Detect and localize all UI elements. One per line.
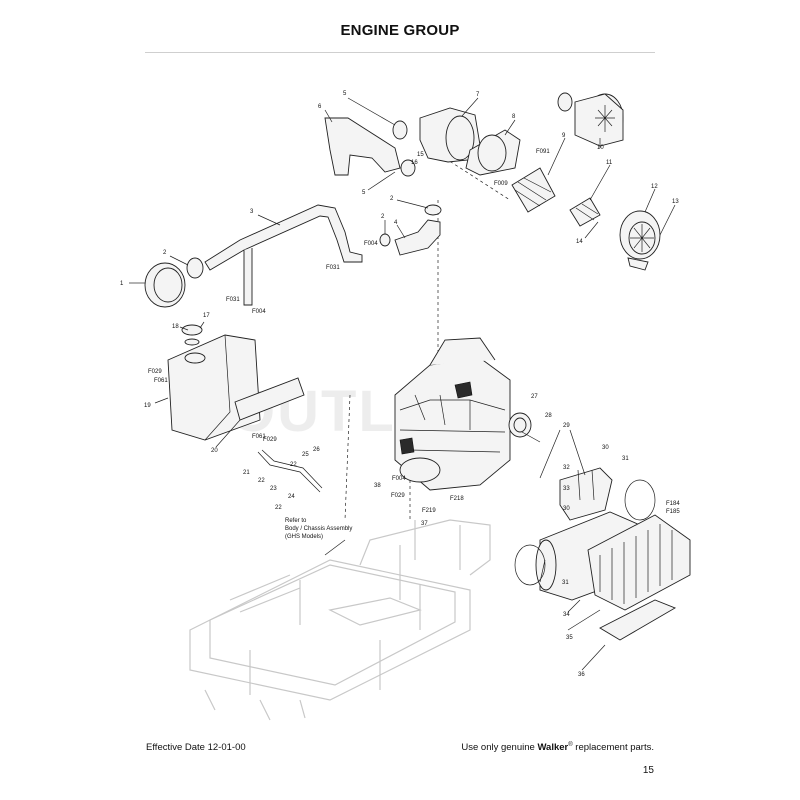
- genuine-parts-notice: Use only genuine Walker® replacement par…: [461, 742, 654, 753]
- callout-F004: F004: [392, 476, 406, 482]
- effective-date: Effective Date 12-01-00: [146, 742, 246, 753]
- page-title: ENGINE GROUP: [340, 22, 460, 39]
- callout-32: 32: [563, 465, 570, 471]
- intake-elbow-4: [394, 219, 441, 256]
- muffler-bands-31: [514, 479, 656, 586]
- fuel-line-21: [257, 449, 323, 493]
- oil-filter-28: [508, 412, 532, 438]
- callout-38: 38: [374, 483, 381, 489]
- leader-lines: [129, 97, 676, 671]
- callout-F004: F004: [252, 309, 266, 315]
- callout-8: 8: [512, 114, 516, 120]
- callout-F218: F218: [450, 496, 464, 502]
- air-cleaner-assembly-10: [557, 92, 624, 147]
- callout-F184: F184: [666, 501, 680, 507]
- callout-35: 35: [566, 635, 573, 641]
- callout-F029: F029: [148, 369, 162, 375]
- callout-26: 26: [313, 447, 320, 453]
- safety-filter-11: [569, 197, 601, 227]
- callout-34: 34: [563, 612, 570, 618]
- callout-36: 36: [578, 672, 585, 678]
- callout-30: 30: [602, 445, 609, 451]
- callout-22: 22: [290, 462, 297, 468]
- callout-3: 3: [250, 209, 254, 215]
- alignment-lines: [344, 154, 511, 521]
- callout-4: 4: [394, 220, 398, 226]
- callout-31: 31: [562, 580, 569, 586]
- callout-11: 11: [606, 160, 613, 166]
- callout-9: 9: [562, 133, 566, 139]
- air-cleaner-mount-8: [465, 129, 521, 176]
- callout-14: 14: [576, 239, 583, 245]
- callout-2: 2: [381, 214, 385, 220]
- callout-29: 29: [563, 423, 570, 429]
- callout-17: 17: [203, 313, 210, 319]
- callout-5: 5: [362, 190, 366, 196]
- intake-elbow-7: [419, 107, 481, 163]
- callout-16: 16: [411, 160, 418, 166]
- brand-name: Walker: [537, 742, 569, 754]
- intake-elbow-6: [324, 117, 401, 176]
- clamps: [186, 120, 442, 279]
- fuel-tank-19: [167, 324, 261, 441]
- callout-F185: F185: [666, 509, 680, 515]
- callout-2: 2: [163, 250, 167, 256]
- refer-note-line-3: (GHS Models): [285, 534, 323, 540]
- air-cleaner-cover-12: [619, 210, 661, 271]
- callout-F029: F029: [391, 493, 405, 499]
- callout-F004: F004: [364, 241, 378, 247]
- callout-labels: 1 2 2 2 3 4 5 5 6 7 8 9 10 11 12 13 14 1…: [120, 91, 680, 678]
- pre-cleaner-cap-1: [144, 262, 186, 308]
- callout-10: 10: [597, 145, 604, 151]
- callout-F009: F009: [494, 181, 508, 187]
- callout-23: 23: [270, 486, 277, 492]
- callout-F031: F031: [226, 297, 240, 303]
- callout-25: 25: [302, 452, 309, 458]
- callout-20: 20: [211, 448, 218, 454]
- callout-21: 21: [243, 470, 250, 476]
- callout-37: 37: [421, 521, 428, 527]
- callout-F061: F061: [252, 434, 266, 440]
- page-number: 15: [642, 765, 654, 776]
- engine-27: [394, 337, 511, 491]
- notice-prefix: Use only genuine: [461, 742, 538, 754]
- trademark-symbol: ®: [568, 742, 573, 748]
- callout-7: 7: [476, 92, 480, 98]
- title-divider: [145, 52, 655, 53]
- callout-2: 2: [390, 196, 394, 202]
- callout-33: 33: [563, 486, 570, 492]
- heat-shield-36: [599, 599, 677, 641]
- exhaust-flange-33: [559, 467, 613, 521]
- callout-19: 19: [144, 403, 151, 409]
- muffler-guard-35: [587, 514, 691, 611]
- air-filter-element-9: [511, 167, 556, 213]
- callout-5: 5: [343, 91, 347, 97]
- callout-F091: F091: [536, 149, 550, 155]
- refer-note-line-1: Refer to: [285, 518, 307, 524]
- intake-tube-3: [204, 204, 363, 306]
- chassis-frame-outline: [189, 519, 491, 721]
- callout-F029: F029: [263, 437, 277, 443]
- refer-note-line-2: Body / Chassis Assembly: [285, 526, 352, 532]
- callout-F061: F061: [154, 378, 168, 384]
- callout-24: 24: [288, 494, 295, 500]
- callout-6: 6: [318, 104, 322, 110]
- fuel-tank-strap-20: [234, 377, 305, 421]
- callout-12: 12: [651, 184, 658, 190]
- callout-1: 1: [120, 281, 124, 287]
- callout-22: 22: [275, 505, 282, 511]
- callout-27: 27: [531, 394, 538, 400]
- callout-28: 28: [545, 413, 552, 419]
- callout-30: 30: [563, 506, 570, 512]
- notice-suffix: replacement parts.: [572, 742, 654, 754]
- callout-22: 22: [258, 478, 265, 484]
- callout-F219: F219: [422, 508, 436, 514]
- callout-31: 31: [622, 456, 629, 462]
- callout-F031: F031: [326, 265, 340, 271]
- callout-18: 18: [172, 324, 179, 330]
- callout-13: 13: [672, 199, 679, 205]
- callout-15: 15: [417, 152, 424, 158]
